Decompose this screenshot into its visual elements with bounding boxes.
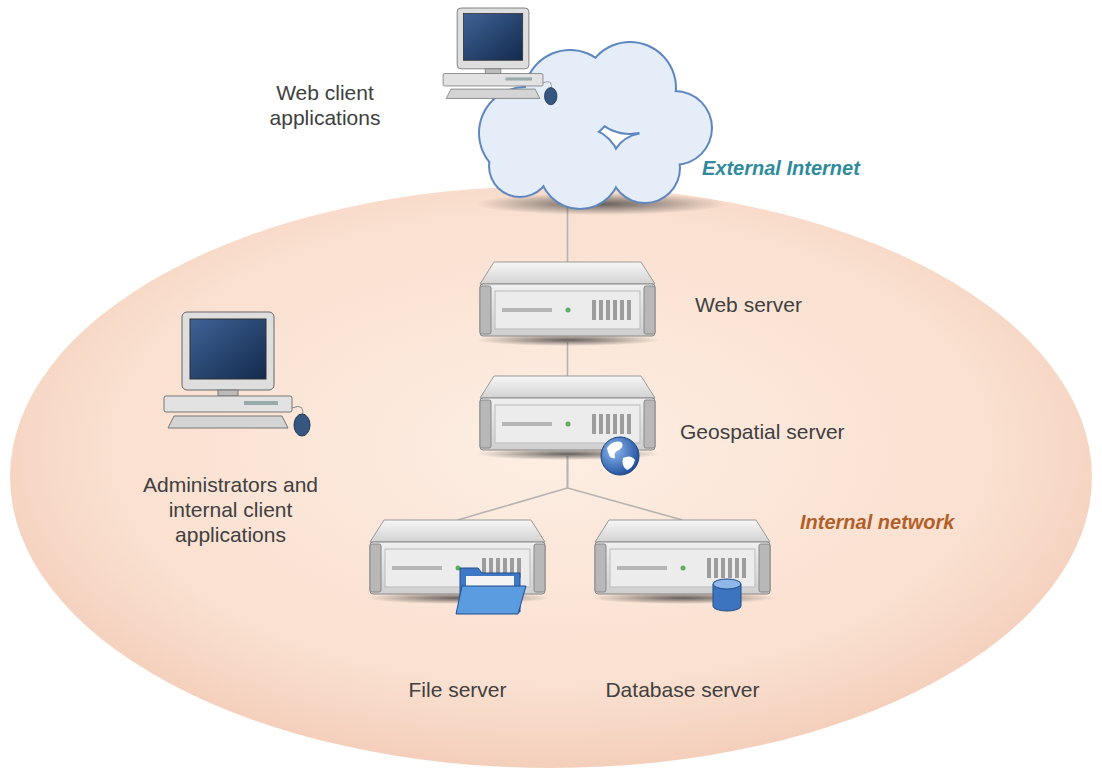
admin-computer	[164, 312, 310, 436]
keyboard	[446, 89, 540, 98]
client-computer	[443, 8, 557, 105]
globe-land	[607, 442, 635, 470]
server-vent	[721, 558, 725, 578]
internet-cloud: Web client applicationsExternal Internet	[440, 8, 710, 208]
server-vent	[613, 300, 617, 320]
node-label: Geospatial server	[680, 419, 845, 444]
mouse	[545, 88, 557, 105]
node-label: Database server	[570, 677, 795, 702]
server-front	[480, 284, 655, 336]
server-vent	[728, 558, 732, 578]
server-vent	[620, 414, 624, 434]
server-led	[566, 308, 571, 313]
desktop-case	[164, 396, 292, 412]
server-top	[370, 520, 545, 542]
server-vent	[735, 558, 739, 578]
server-shape	[370, 520, 545, 602]
node-label: Administrators and internal client appli…	[128, 472, 333, 548]
drive-slot	[617, 566, 667, 570]
drive-slot	[502, 308, 552, 312]
node-label: Internal network	[800, 510, 954, 534]
server-shape	[480, 376, 655, 456]
server-handle	[370, 544, 381, 592]
monitor	[182, 312, 274, 390]
drive-slot	[392, 566, 442, 570]
network-region: Internal network Web serverGeospatial ser…	[10, 186, 1092, 768]
node-label: External Internet	[702, 156, 860, 180]
screen	[190, 319, 266, 379]
server-vent	[592, 414, 596, 434]
drive-slot	[502, 422, 552, 426]
desktop-case	[443, 74, 543, 86]
server-led	[566, 422, 571, 427]
node-label: Web server	[695, 292, 802, 317]
mouse	[294, 414, 310, 436]
server-top	[480, 262, 655, 284]
drive-bay	[244, 401, 278, 405]
globe-icon	[601, 437, 639, 475]
server-shape	[480, 262, 655, 342]
server-box: Database server	[595, 520, 770, 602]
server-handle	[480, 400, 491, 448]
cloud-fill	[540, 128, 620, 208]
server-led	[681, 566, 686, 571]
server-vent	[613, 414, 617, 434]
server-vent	[742, 558, 746, 578]
server-shape	[595, 520, 770, 602]
computer-shape	[160, 312, 305, 432]
node-label: File server	[345, 677, 570, 702]
server-panel	[495, 291, 640, 329]
server-vent	[627, 414, 631, 434]
screen	[463, 13, 522, 60]
server-handle	[759, 544, 770, 592]
connector-line	[567, 342, 569, 376]
monitor-stand	[218, 390, 238, 396]
monitor	[457, 8, 529, 69]
monitor-stand	[485, 69, 501, 74]
server-handle	[644, 286, 655, 334]
server-vent	[714, 558, 718, 578]
keyboard	[168, 416, 288, 428]
server-vent	[627, 300, 631, 320]
server-vent	[592, 300, 596, 320]
server-vent	[606, 414, 610, 434]
server-handle	[644, 400, 655, 448]
cloud-fill	[611, 134, 679, 202]
server-box: Geospatial server	[480, 376, 655, 456]
server-vent	[599, 414, 603, 434]
server-handle	[480, 286, 491, 334]
cloud-fill	[490, 136, 550, 196]
server-top	[595, 520, 770, 542]
server-top	[480, 376, 655, 398]
server-handle	[595, 544, 606, 592]
server-vent	[620, 300, 624, 320]
server-vent	[599, 300, 603, 320]
database-top	[713, 579, 741, 589]
node-label: Web client applications	[245, 80, 405, 130]
drive-bay	[506, 77, 533, 80]
cloud-shape	[440, 8, 710, 208]
server-handle	[534, 544, 545, 592]
folder-front	[456, 586, 526, 614]
server-box: Web server	[480, 262, 655, 342]
server-vent	[707, 558, 711, 578]
server-box: File server	[370, 520, 545, 602]
computer-icon: Administrators and internal client appli…	[160, 312, 305, 432]
server-vent	[606, 300, 610, 320]
network-ellipse	[10, 186, 1092, 768]
server-front	[595, 542, 770, 594]
